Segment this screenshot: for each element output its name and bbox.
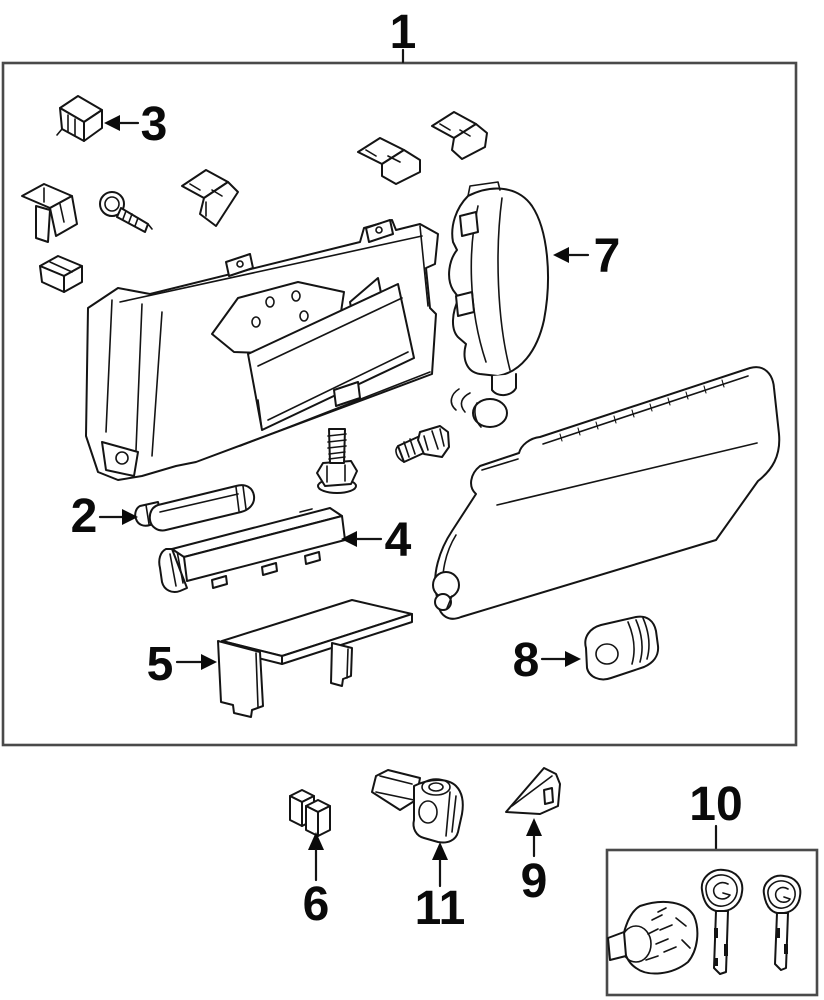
- bolt-horizontal: [395, 425, 450, 463]
- callout-6-label: 6: [303, 878, 330, 931]
- callout-1-label: 1: [390, 6, 417, 59]
- lock-cylinder: [607, 900, 699, 975]
- door-panel: [432, 366, 781, 620]
- bolt-vertical: [316, 428, 358, 494]
- damper-part-2: [134, 484, 256, 532]
- z-clip: [181, 169, 239, 227]
- callout-7-arrow: [553, 247, 569, 263]
- clip-part-3: [56, 95, 103, 142]
- reinforcement-part-4: [158, 507, 346, 593]
- callout-9-label: 9: [521, 855, 548, 908]
- switch-part-6: [289, 789, 331, 837]
- hinge-cover-part-7: [448, 181, 549, 396]
- striker-part-8: [584, 615, 660, 681]
- callout-7-label: 7: [594, 230, 621, 283]
- callout-4-label: 4: [385, 514, 412, 567]
- assembly-frame-box: [1, 61, 798, 747]
- shelf-bracket-part-5: [217, 599, 413, 718]
- wedge-part-9: [505, 767, 561, 815]
- push-pin: [450, 388, 508, 428]
- callout-8-arrow: [565, 651, 581, 667]
- key-2: [762, 874, 802, 971]
- callout-3-label: 3: [141, 98, 168, 151]
- callout-5-arrow: [201, 654, 217, 670]
- key-set-box: [605, 848, 819, 997]
- glove-box-housing: [85, 219, 439, 481]
- lock-assembly-part-11: [371, 769, 464, 844]
- callout-8-label: 8: [513, 634, 540, 687]
- callout-9-arrow: [526, 818, 542, 836]
- callout-6-arrow: [308, 832, 324, 850]
- key-1: [700, 868, 744, 975]
- small-box-clip: [39, 255, 83, 293]
- clip-top-mid: [357, 137, 421, 185]
- screw-clip: [99, 191, 153, 233]
- bracket-clip-left: [21, 183, 78, 243]
- callout-4-arrow: [341, 531, 357, 547]
- callout-11-arrow: [432, 842, 448, 860]
- callout-3-arrow: [104, 115, 120, 131]
- callout-2-arrow: [122, 509, 138, 525]
- callout-11-label: 11: [415, 882, 466, 935]
- callout-2-label: 2: [71, 490, 98, 543]
- clip-top-right: [431, 111, 488, 160]
- callout-5-label: 5: [147, 638, 174, 691]
- callout-10-label: 10: [689, 778, 742, 831]
